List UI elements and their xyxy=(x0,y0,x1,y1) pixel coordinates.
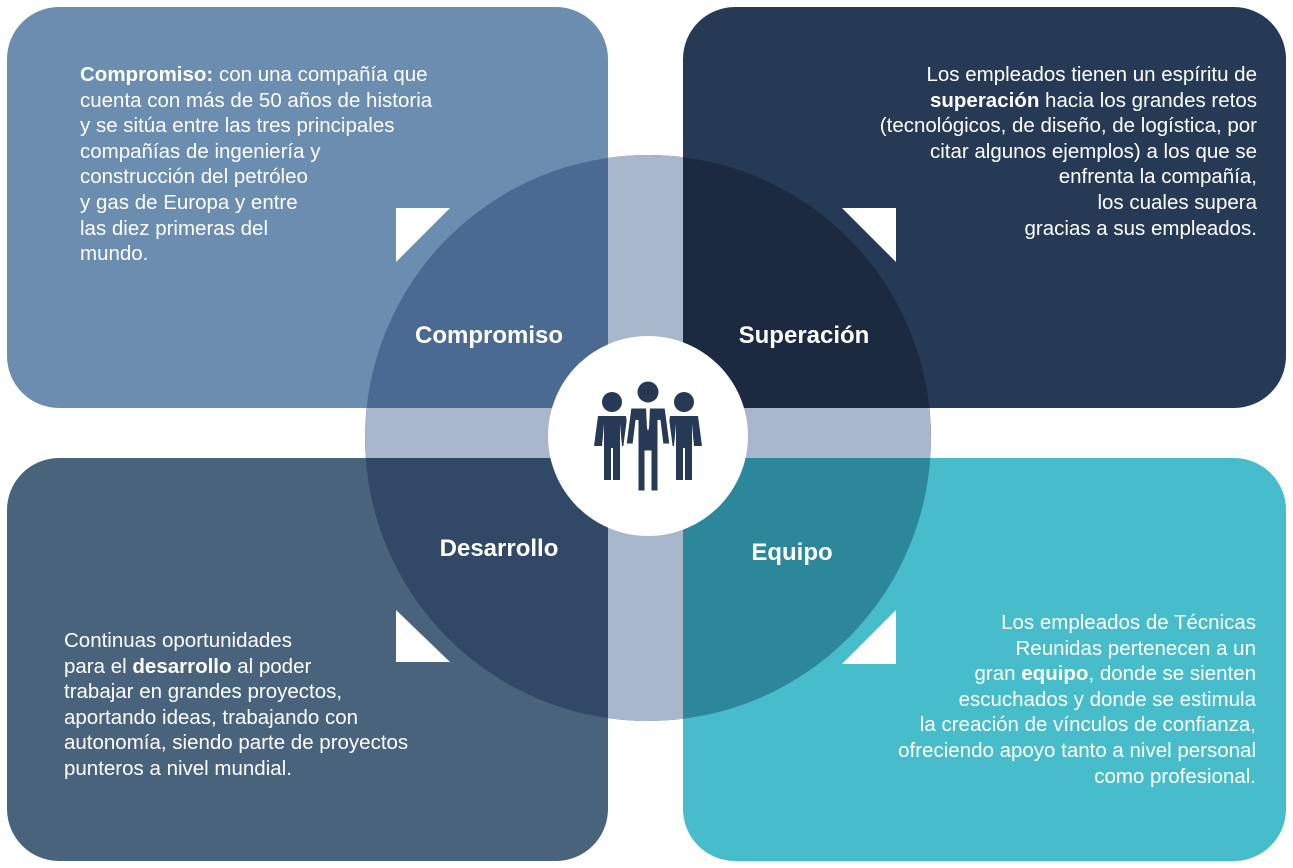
text-line: y gas de Europa y entre xyxy=(80,190,298,214)
text-line: gracias a sus empleados. xyxy=(1024,216,1257,240)
text-line: superación hacia los grandes retos xyxy=(929,88,1257,112)
text-compromiso: Compromiso: con una compañía que cuenta … xyxy=(80,62,432,267)
text-line: ofreciendo apoyo tanto a nivel personal xyxy=(898,738,1256,762)
text-line: las diez primeras del xyxy=(80,216,268,240)
text-line: trabajar en grandes proyectos, xyxy=(64,680,343,704)
text-line: y se sitúa entre las tres principales xyxy=(80,114,395,138)
text-line: citar algunos ejemplos) a los que se xyxy=(929,139,1257,163)
text-line: como profesional. xyxy=(1094,764,1256,788)
text-line: mundo. xyxy=(80,242,149,266)
text-desarrollo: Continuas oportunidades para el desarrol… xyxy=(64,628,408,782)
pointer-superacion xyxy=(842,208,896,262)
text-line: Reunidas pertenecen a un xyxy=(1015,636,1257,660)
pointer-compromiso xyxy=(396,208,450,262)
text-line: autonomía, siendo parte de proyectos xyxy=(64,731,409,755)
pointer-equipo xyxy=(842,610,896,664)
pointer-desarrollo xyxy=(396,610,450,662)
text-line: Los empleados de Técnicas xyxy=(1001,611,1256,634)
team-people-icon xyxy=(594,378,702,494)
text-line: (tecnológicos, de diseño, de logística, … xyxy=(879,114,1257,138)
text-superacion: Los empleados tienen un espíritu de supe… xyxy=(880,62,1257,241)
text-line: la creación de vínculos de confianza, xyxy=(919,713,1256,737)
text-line: los cuales supera xyxy=(1097,190,1257,214)
text-line: construcción del petróleo xyxy=(80,165,308,189)
text-line: compañías de ingeniería y xyxy=(80,139,321,163)
label-desarrollo: Desarrollo xyxy=(440,535,559,562)
text-line: gran equipo, donde se sienten xyxy=(974,662,1256,686)
text-line: Compromiso: con una compañía que xyxy=(80,63,428,86)
text-line: escuchados y donde se estimula xyxy=(958,687,1256,711)
text-line: aportando ideas, trabajando con xyxy=(64,705,359,729)
label-superacion: Superación xyxy=(739,322,870,349)
text-line: para el desarrollo al poder xyxy=(64,654,312,678)
label-equipo: Equipo xyxy=(751,539,832,566)
text-line: Los empleados tienen un espíritu de xyxy=(926,63,1257,86)
label-compromiso: Compromiso xyxy=(415,322,563,349)
text-line: cuenta con más de 50 años de historia xyxy=(80,88,433,112)
text-equipo: Los empleados de Técnicas Reunidas perte… xyxy=(898,610,1256,789)
text-line: punteros a nivel mundial. xyxy=(64,756,292,780)
text-line: Continuas oportunidades xyxy=(64,629,292,652)
text-line: enfrenta la compañía, xyxy=(1058,165,1257,189)
